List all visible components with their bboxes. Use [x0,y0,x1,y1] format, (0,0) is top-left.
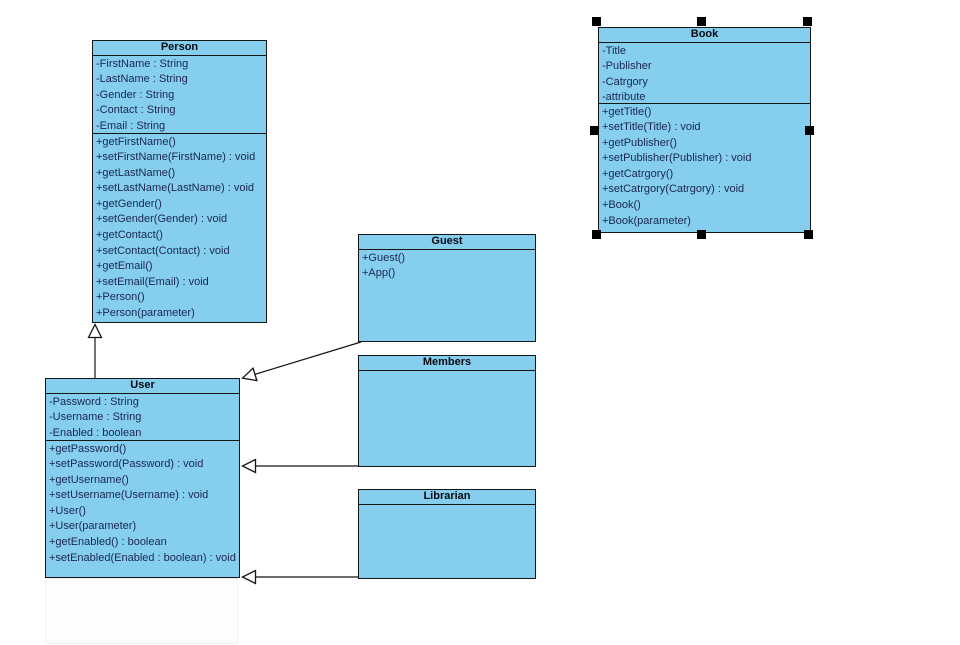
class-methods: +getFirstName() +setFirstName(FirstName) … [93,134,266,322]
method-row: +getLastName() [96,166,176,179]
attribute-row: -FirstName : String [96,57,189,70]
method-row: +getCatrgory() [602,167,674,180]
attribute-row: -Contact : String [96,104,176,117]
attribute-row: -Email : String [96,119,166,132]
class-title: Librarian [359,490,535,505]
class-guest[interactable]: Guest +Guest() +App() [358,234,536,342]
method-row: +setPublisher(Publisher) : void [602,152,752,165]
method-row: +getEmail() [96,260,153,273]
method-row: +User() [49,504,86,517]
class-title: Person [93,41,266,56]
method-row: +setUsername(Username) : void [49,489,209,502]
class-title: User [46,379,239,394]
method-row: +setEmail(Email) : void [96,275,209,288]
attribute-row: -Password : String [49,395,139,408]
attribute-row: -Publisher [602,60,652,73]
attribute-row: -Username : String [49,411,142,424]
method-row: +getFirstName() [96,135,176,148]
class-methods [359,371,535,372]
selection-handle-top-right[interactable] [803,17,812,26]
faint-empty-box[interactable] [45,578,238,644]
class-members[interactable]: Members [358,355,536,467]
method-row: +User(parameter) [49,520,137,533]
class-person[interactable]: Person -FirstName : String -LastName : St… [92,40,267,323]
selection-handle-bottom-center[interactable] [697,230,706,239]
method-row: +Book() [602,199,641,212]
class-title: Book [599,28,810,43]
method-row: +App() [362,267,396,280]
class-librarian[interactable]: Librarian [358,489,536,579]
method-row: +setPassword(Password) : void [49,458,204,471]
method-row: +Person(parameter) [96,307,195,320]
class-methods [359,505,535,506]
selection-handle-bottom-right[interactable] [804,230,813,239]
method-row: +getPublisher() [602,136,677,149]
class-title: Members [359,356,535,371]
attribute-row: -Enabled : boolean [49,426,142,439]
method-row: +getGender() [96,197,162,210]
selection-handle-mid-left[interactable] [590,126,599,135]
class-user[interactable]: User -Password : String -Username : Strin… [45,378,240,578]
class-methods: +getTitle() +setTitle(Title) : void +getPu… [599,104,810,230]
class-methods: +Guest() +App() [359,250,535,282]
method-row: +setTitle(Title) : void [602,121,701,134]
class-attributes: -FirstName : String -LastName : String -Ge… [93,56,266,134]
generalization-guest-to-user[interactable] [241,341,362,382]
method-row: +getPassword() [49,442,127,455]
method-row: +Book(parameter) [602,214,691,227]
method-row: +setLastName(LastName) : void [96,182,255,195]
attribute-row: -attribute [602,91,646,104]
method-row: +Person() [96,291,145,304]
method-row: +setEnabled(Enabled : boolean) : void [49,551,236,564]
method-row: +setFirstName(FirstName) : void [96,151,256,164]
selection-handle-mid-right[interactable] [805,126,814,135]
attribute-row: -LastName : String [96,73,188,86]
method-row: +Guest() [362,251,406,264]
method-row: +getUsername() [49,473,129,486]
class-title: Guest [359,235,535,250]
class-attributes: -Title -Publisher -Catrgory -attribute [599,43,810,104]
method-row: +setContact(Contact) : void [96,244,230,257]
selection-handle-top-center[interactable] [697,17,706,26]
class-methods: +getPassword() +setPassword(Password) : v… [46,441,239,567]
selection-handle-bottom-left[interactable] [592,230,601,239]
method-row: +getEnabled() : boolean [49,536,167,549]
attribute-row: -Gender : String [96,88,175,101]
attribute-row: -Title [602,44,627,57]
class-attributes: -Password : String -Username : String -Ena… [46,394,239,441]
method-row: +getTitle() [602,105,652,118]
method-row: +getContact() [96,229,163,242]
attribute-row: -Catrgory [602,75,648,88]
method-row: +setCatrgory(Catrgory) : void [602,183,745,196]
method-row: +setGender(Gender) : void [96,213,228,226]
class-book[interactable]: Book -Title -Publisher -Catrgory -attribute… [598,27,811,233]
selection-handle-top-left[interactable] [592,17,601,26]
